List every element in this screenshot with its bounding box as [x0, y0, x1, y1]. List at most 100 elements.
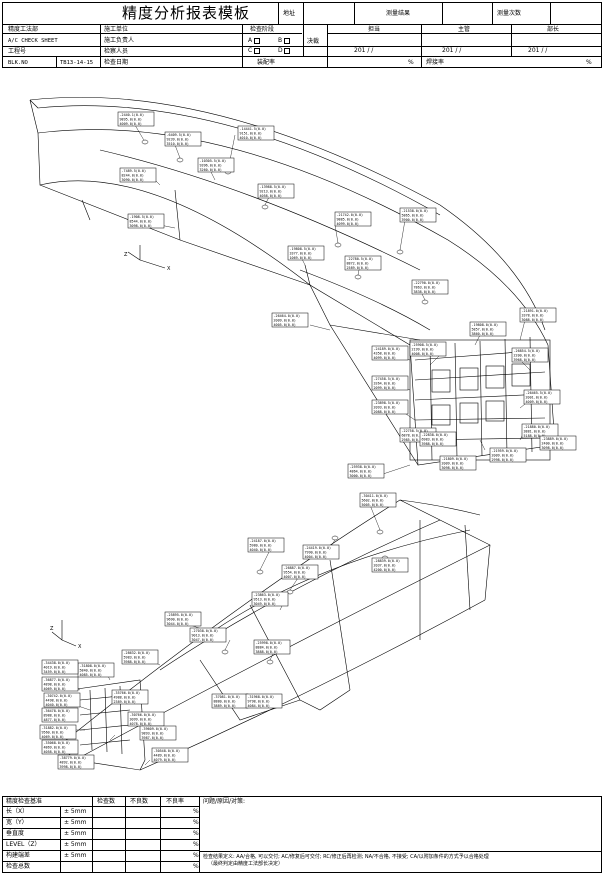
- measurement-callout: -21959.0(0.0)2009.0(0.0)2998.0(0.0): [489, 447, 527, 463]
- measurement-callout: -22780.5(0.0)8872.0(0.0)2589.0(0.0): [344, 255, 382, 271]
- callout-x-value: -21538.0(0.0): [402, 209, 429, 213]
- measurement-callout: -1908.5(0.0)8544.0(0.0)3098.0(0.0): [127, 213, 165, 229]
- callout-y-value: 2400.0(0.0): [542, 442, 564, 446]
- date-role-1[interactable]: 201 / /: [354, 47, 374, 54]
- blk-value: TB13-14-15: [60, 60, 94, 66]
- measurement-callout: -37081.0(0.0)8880.0(0.0)3889.0(0.0): [211, 693, 249, 709]
- basis-label: 精度检查基准: [6, 798, 43, 805]
- callout-y-value: 3099.0(0.0): [130, 718, 152, 722]
- callout-z-value: 4079.0(0.0): [154, 758, 176, 762]
- callout-y-value: 5602.0(0.0): [362, 499, 384, 503]
- measurement-callout: -22790.0(0.0)7863.0(0.0)3838.0(0.0): [411, 279, 449, 295]
- project-label: 工程号: [8, 48, 27, 55]
- header-table: 精度分析报表模板 地址 测量结果 测量次数 精度工法部 施工单位 检查阶段 担当…: [2, 2, 602, 68]
- callout-y-value: 8544.0(0.0): [130, 220, 152, 224]
- date-role-3[interactable]: 201 / /: [528, 47, 548, 54]
- axis-x-label-upper: X: [167, 266, 171, 272]
- callout-x-value: -22790.0(0.0): [414, 281, 441, 285]
- callout-z-value: 4069.0(0.0): [44, 687, 66, 691]
- callout-y-value: 9513.0(0.0): [254, 598, 276, 602]
- basis-row-percent: %: [193, 863, 199, 870]
- callout-x-value: -39609.0(0.0): [142, 727, 169, 731]
- callout-z-value: 3047.0(0.0): [192, 638, 214, 642]
- basis-row-name: 宽（Y）: [6, 819, 28, 826]
- callout-z-value: 3998.0(0.0): [60, 765, 82, 769]
- stage-b-label: B: [278, 37, 283, 44]
- stage-a-checkbox[interactable]: [254, 38, 260, 44]
- callout-x-value: -26854.5(0.0): [514, 349, 541, 353]
- callout-z-value: 3510.0(0.0): [167, 142, 189, 146]
- callout-x-value: -22780.5(0.0): [347, 257, 374, 261]
- callout-x-value: -35766.0(0.0): [114, 691, 141, 695]
- basis-row-name: 构建端差: [6, 852, 31, 859]
- measurement-callout: -36478.0(0.0)8988.0(0.0)4877.0(0.0): [41, 707, 79, 723]
- unit-label: 施工单位: [104, 26, 129, 33]
- callout-z-value: 4040.0(0.0): [250, 548, 272, 552]
- callout-x-value: -26887.0(0.0): [284, 566, 311, 570]
- callout-z-value: 3459.0(0.0): [44, 670, 66, 674]
- callout-y-value: 5983.0(0.0): [124, 656, 146, 660]
- callout-z-value: 3000.0(0.0): [350, 474, 372, 478]
- measurement-callout: -19808.5(0.0)3377.0(0.0)1069.0(0.0): [287, 245, 325, 261]
- date-role-2[interactable]: 201 / /: [442, 47, 462, 54]
- callout-y-value: 4898.0(0.0): [44, 683, 66, 687]
- basis-row-percent: %: [193, 808, 199, 815]
- callout-y-value: 2037.0(0.0): [374, 564, 396, 568]
- callout-y-value: 5840.0(0.0): [80, 669, 102, 673]
- measurement-callout: -27038.0(0.0)9013.0(0.0)3047.0(0.0): [189, 627, 227, 643]
- stage-d-checkbox[interactable]: [284, 48, 290, 54]
- measurement-callout: -25938.0(0.0)4864.0(0.0)3000.0(0.0): [347, 463, 385, 479]
- callout-y-value: 7990.0(0.0): [305, 551, 327, 555]
- callout-y-value: 4864.0(0.0): [350, 470, 372, 474]
- callout-z-value: 3090.0(0.0): [122, 178, 144, 182]
- callout-z-value: 4877.0(0.0): [44, 718, 66, 722]
- callout-x-value: -38779.0(0.0): [60, 756, 87, 760]
- callout-x-value: -23898.5(0.0): [374, 401, 401, 405]
- measurement-callout: -26465.5(0.0)2001.0(0.0)4009.0(0.0): [523, 389, 561, 405]
- callout-y-value: 7863.0(0.0): [414, 286, 436, 290]
- callout-z-value: 5005.0(0.0): [362, 503, 384, 507]
- callout-y-value: 2093.0(0.0): [374, 406, 396, 410]
- callout-x-value: -14441.5(0.0): [240, 127, 267, 131]
- measurement-callout: -35766.0(0.0)4988.0(0.0)2389.0(0.0): [111, 689, 149, 705]
- basis-row-tolerance: ± 5mm: [64, 852, 87, 859]
- basis-row-percent: %: [193, 819, 199, 826]
- stage-b-checkbox[interactable]: [284, 38, 290, 44]
- measurement-callout: -36877.0(0.0)4898.0(0.0)4069.0(0.0): [41, 676, 79, 692]
- measurement-callout: -24189.0(0.0)4358.0(0.0)4099.0(0.0): [371, 345, 409, 361]
- callout-x-value: -27458.5(0.0): [374, 377, 401, 381]
- callout-x-value: -31968.0(0.0): [248, 695, 275, 699]
- callout-x-value: -6409.5(0.0): [167, 133, 192, 137]
- callout-y-value: 3264.0(0.0): [374, 382, 396, 386]
- basis-row-percent: %: [193, 841, 199, 848]
- callout-x-value: -31882.0(0.0): [42, 726, 69, 730]
- measurement-callout: -24419.0(0.0)7990.0(0.0)4004.0(0.0): [302, 544, 340, 560]
- stage-c-checkbox[interactable]: [254, 48, 260, 54]
- callout-x-value: -24419.0(0.0): [305, 546, 332, 550]
- check-count-header: 检查数: [97, 798, 116, 805]
- callout-z-value: 3968.0(0.0): [514, 358, 536, 362]
- measurement-callout: -25998.0(0.0)8884.0(0.0)3888.0(0.0): [253, 639, 291, 655]
- callout-z-value: 3888.0(0.0): [256, 650, 278, 654]
- callout-y-value: 9013.0(0.0): [192, 634, 214, 638]
- callout-y-value: 9798.0(0.0): [248, 700, 270, 704]
- callout-x-value: -36478.0(0.0): [44, 709, 71, 713]
- callout-z-value: 4084.0(0.0): [248, 704, 270, 708]
- callout-x-value: -21742.0(0.0): [337, 213, 364, 217]
- callout-y-value: 3377.0(0.0): [290, 252, 312, 256]
- callout-y-value: 2009.0(0.0): [274, 319, 296, 323]
- callout-x-value: -23889.0(0.0): [542, 437, 569, 441]
- measurement-callout: -21809.0(0.0)2009.0(0.0)3098.0(0.0): [439, 455, 477, 471]
- callout-y-value: 4358.0(0.0): [374, 352, 396, 356]
- assembly-label: 装配率: [257, 59, 276, 66]
- date-label: 检查日期: [104, 59, 129, 66]
- measurement-callout: -23863.0(0.0)9513.0(0.0)3049.0(0.0): [251, 591, 289, 607]
- measurement-callout: -30548.0(0.0)4489.0(0.0)4079.0(0.0): [151, 747, 189, 763]
- measurement-callout: -30742.0(0.0)4498.0(0.0)4040.0(0.0): [43, 692, 81, 708]
- callout-y-value: 8884.0(0.0): [256, 646, 278, 650]
- measurement-callout: -28839.0(0.0)2037.0(0.0)4200.0(0.0): [371, 557, 409, 573]
- measurement-callout: -19808.0(0.0)5857.0(0.0)3860.0(0.0): [469, 321, 507, 337]
- callout-x-value: -26464.0(0.0): [274, 314, 301, 318]
- callout-x-value: -35068.0(0.0): [44, 741, 71, 745]
- callout-y-value: 4489.0(0.0): [154, 754, 176, 758]
